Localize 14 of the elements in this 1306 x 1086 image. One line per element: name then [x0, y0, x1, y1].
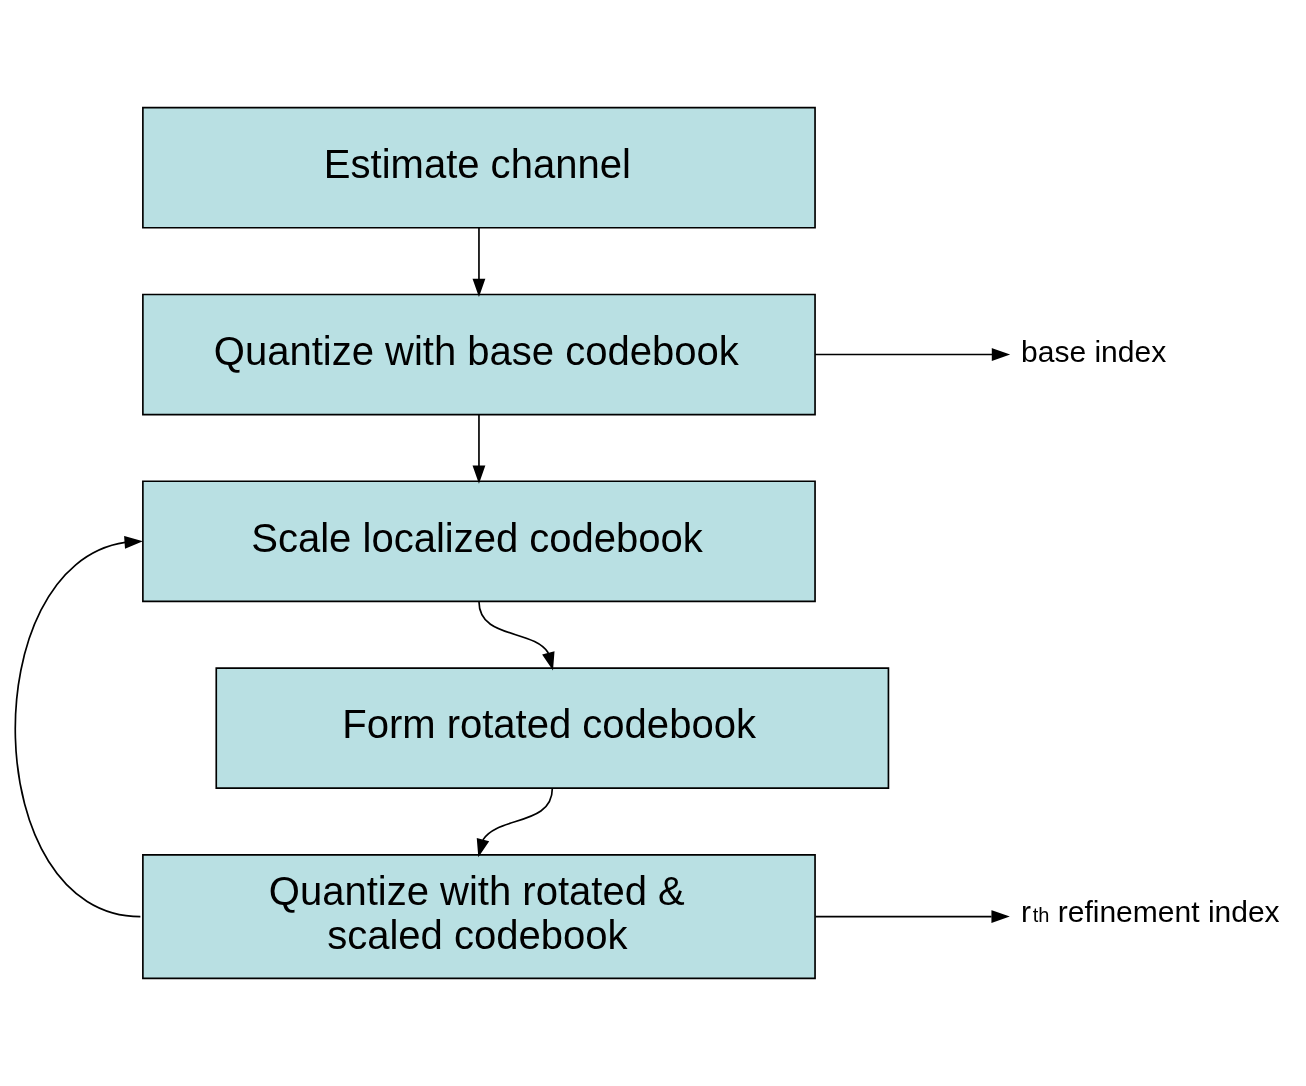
arrow — [814, 348, 1011, 361]
node-box: Estimate channel — [142, 106, 816, 229]
arrow — [472, 226, 486, 297]
node-text: rth refinement index — [1021, 895, 1280, 929]
arrow — [476, 787, 554, 858]
arrow — [472, 413, 486, 484]
arrow — [478, 600, 555, 671]
node-box: Quantize with base codebook — [142, 293, 816, 416]
node-text: base index — [1021, 334, 1167, 368]
arrow — [14, 536, 143, 918]
arrow — [814, 910, 1010, 924]
node-box: Quantize with rotated & scaled codebook — [142, 854, 816, 980]
node-box: Form rotated codebook — [215, 667, 890, 789]
node-box: Scale localized codebook — [142, 480, 816, 603]
